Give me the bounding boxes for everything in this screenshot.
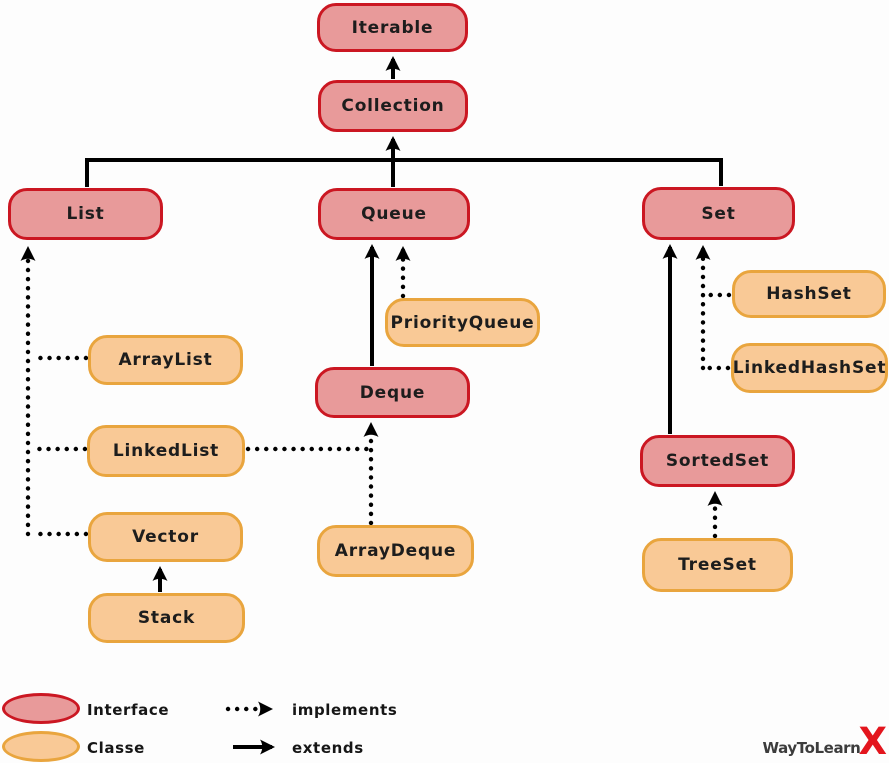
node-deque: Deque (315, 367, 470, 418)
node-linkedlist: LinkedList (87, 425, 245, 477)
node-iterable: Iterable (317, 3, 468, 52)
node-set: Set (642, 187, 795, 240)
edge-list-implementors (20, 246, 89, 537)
node-priorityqueue: PriorityQueue (385, 298, 540, 347)
node-collection: Collection (318, 80, 468, 132)
brand-logo-text: WayToLearn (762, 739, 861, 757)
node-treeset: TreeSet (642, 538, 793, 592)
legend-class-swatch (2, 731, 80, 762)
node-arraylist: ArrayList (88, 335, 243, 385)
node-hashset: HashSet (732, 270, 886, 318)
legend-implements-label: implements (292, 701, 398, 719)
edge-deque-implementors (245, 422, 379, 526)
node-stack: Stack (88, 593, 245, 643)
legend-class-label: Classe (87, 739, 145, 757)
node-list: List (8, 188, 163, 240)
edge-children-to-collection (85, 136, 723, 187)
legend-extends-label: extends (292, 739, 364, 757)
brand-logo-x-mark: X (858, 720, 887, 763)
node-queue: Queue (318, 188, 470, 240)
legend-interface-label: Interface (87, 701, 170, 719)
edge-set-implementors (695, 245, 732, 371)
node-linkedhashset: LinkedHashSet (731, 343, 888, 393)
node-sortedset: SortedSet (640, 435, 795, 487)
brand-logo: WayToLearn X (762, 720, 887, 763)
node-vector: Vector (88, 512, 243, 562)
legend-interface-swatch (2, 693, 80, 724)
node-arraydeque: ArrayDeque (317, 525, 474, 577)
